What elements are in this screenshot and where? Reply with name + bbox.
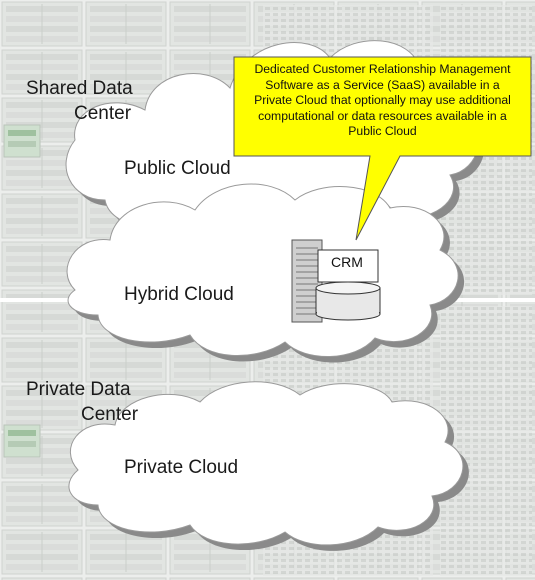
shared-data-center-label: Shared Data Center <box>26 76 133 126</box>
private-data-center-line2: Center <box>81 404 139 425</box>
database-icon <box>315 281 381 321</box>
hybrid-cloud-label: Hybrid Cloud <box>124 284 234 305</box>
public-cloud-label: Public Cloud <box>124 158 231 179</box>
callout-bubble <box>233 56 532 241</box>
private-cloud-shape <box>68 381 469 551</box>
callout-line: Software as a Service (SaaS) available i… <box>265 77 500 92</box>
shared-data-center-line1: Shared Data <box>26 78 133 99</box>
callout-line: Dedicated Customer Relationship Manageme… <box>254 62 511 76</box>
callout-text: Dedicated Customer Relationship Manageme… <box>239 62 526 140</box>
callout-line: computational or data resources availabl… <box>258 108 507 123</box>
crm-label: CRM <box>331 254 363 270</box>
private-data-center-label: Private Data Center <box>26 377 138 427</box>
callout-line: Public Cloud <box>348 124 417 139</box>
crm-label-box <box>317 249 379 283</box>
private-data-center-line1: Private Data <box>26 379 131 400</box>
private-cloud-label: Private Cloud <box>124 457 239 478</box>
shared-data-center-line2: Center <box>74 103 132 124</box>
callout-line: Private Cloud that optionally may use ad… <box>254 93 511 108</box>
